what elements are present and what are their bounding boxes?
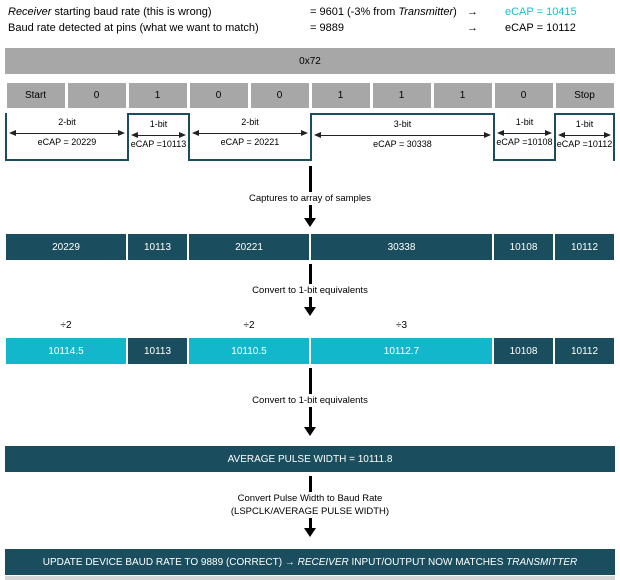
double-arrow-icon [497, 130, 552, 136]
uart-waveform: 2-bit eCAP = 20229 1-bit eCAP =10113 2-bit eC… [0, 113, 620, 161]
bit-cell: 1 [433, 83, 492, 108]
segment-ecap-label: eCAP = 20229 [37, 137, 97, 147]
arrow-line [308, 476, 312, 492]
double-arrow-icon [192, 130, 308, 136]
receiver-rate-label: Receiver starting baud rate (this is wro… [8, 6, 212, 18]
flow-arrow-captures: Captures to array of samples [0, 166, 620, 227]
waveform-segment: 2-bit eCAP = 20229 [5, 113, 127, 161]
bit-cell: Start [6, 83, 65, 108]
waveform-segment: 1-bit eCAP =10112 [554, 113, 615, 161]
sample-cell: 10113 [128, 234, 187, 260]
waveform-segment: 2-bit eCAP = 20221 [188, 113, 310, 161]
segment-ecap-label: eCAP =10108 [496, 137, 553, 147]
segment-ecap-label: eCAP =10112 [556, 139, 613, 149]
detected-rate-value: = 9889 [310, 22, 344, 34]
divisor-labels-row: ÷2 ÷2 ÷3 [0, 320, 620, 334]
segment-duration-label: 1-bit [515, 117, 534, 127]
arrow-line [308, 407, 312, 427]
final-bar-text: INPUT/OUTPUT NOW MATCHES [348, 556, 507, 568]
sample-cell: 30338 [311, 234, 492, 260]
sample-cell: 20229 [6, 234, 126, 260]
bit-cell: 0 [67, 83, 126, 108]
double-arrow-icon [9, 130, 125, 136]
double-arrow-icon [314, 132, 491, 138]
arrow-line [308, 518, 312, 528]
divisor-label: ÷3 [395, 320, 408, 331]
average-pulse-width-bar: AVERAGE PULSE WIDTH = 10111.8 [5, 446, 615, 472]
bit-cell: 0 [189, 83, 248, 108]
down-arrowhead-icon [304, 218, 316, 227]
down-arrowhead-icon [304, 528, 316, 537]
arrow-line [308, 166, 312, 192]
bit-cell: Stop [555, 83, 614, 108]
flow-caption: Convert to 1-bit equivalents [252, 285, 368, 296]
flow-arrow-convert-2: Convert to 1-bit equivalents [0, 368, 620, 436]
byte-value-bar: 0x72 [5, 48, 615, 74]
segment-ecap-label: eCAP = 30338 [373, 139, 432, 149]
segment-ecap-label: eCAP = 20221 [220, 137, 280, 147]
down-arrowhead-icon [304, 307, 316, 316]
equivalent-cell: 10114.5 [6, 338, 126, 364]
header-line-receiver: Receiver starting baud rate (this is wro… [0, 5, 620, 20]
flow-arrow-convert-1: Convert to 1-bit equivalents [0, 264, 620, 316]
equivalent-cell: 10110.5 [189, 338, 309, 364]
sample-cell: 20221 [189, 234, 309, 260]
down-arrowhead-icon [304, 427, 316, 436]
detected-rate-label: Baud rate detected at pins (what we want… [8, 22, 259, 34]
divisor-label: ÷2 [243, 320, 255, 331]
arrow-line [308, 368, 312, 394]
final-bar-transmitter: TRANSMITTER [506, 556, 578, 568]
segment-ecap-label: eCAP =10113 [130, 139, 187, 149]
equivalent-cell: 10113 [128, 338, 187, 364]
detected-ecap-value: eCAP = 10112 [505, 22, 576, 34]
segment-duration-label: 2-bit [241, 117, 259, 127]
bottom-edge-strip [5, 576, 615, 580]
divisor-label: ÷2 [60, 320, 72, 331]
segment-duration-label: 1-bit [149, 119, 168, 129]
arrow-line [308, 264, 312, 284]
waveform-segment: 1-bit eCAP =10113 [127, 113, 188, 161]
equivalent-cell: 10112 [555, 338, 614, 364]
flow-caption: Captures to array of samples [249, 193, 371, 204]
arrow-line [308, 205, 312, 218]
flow-caption: (LSPCLK/AVERAGE PULSE WIDTH) [230, 506, 390, 517]
flow-caption: Convert Pulse Width to Baud Rate [237, 493, 383, 504]
final-update-bar: UPDATE DEVICE BAUD RATE TO 9889 (CORRECT… [5, 549, 615, 575]
sample-cell: 10108 [494, 234, 553, 260]
waveform-segment: 1-bit eCAP =10108 [493, 113, 554, 161]
header-line-detected: Baud rate detected at pins (what we want… [0, 21, 620, 36]
flow-arrow-baud-conversion: Convert Pulse Width to Baud Rate (LSPCLK… [0, 476, 620, 537]
receiver-rate-value: = 9601 (-3% from Transmitter) [310, 6, 457, 18]
sample-cell: 10112 [555, 234, 614, 260]
right-arrow-icon: → [467, 6, 478, 18]
bit-cell: 1 [311, 83, 370, 108]
receiver-ecap-value: eCAP = 10415 [505, 6, 577, 18]
flow-caption: Convert to 1-bit equivalents [252, 395, 368, 406]
bit-cell: 1 [128, 83, 187, 108]
waveform-segment: 3-bit eCAP = 30338 [310, 113, 493, 161]
bit-cell: 0 [494, 83, 553, 108]
segment-duration-label: 3-bit [393, 119, 412, 129]
bit-cell: 0 [250, 83, 309, 108]
right-arrow-icon: → [467, 22, 478, 34]
final-bar-text: UPDATE DEVICE BAUD RATE TO 9889 (CORRECT… [42, 556, 298, 568]
segment-duration-label: 1-bit [575, 119, 594, 129]
equivalent-cell: 10108 [494, 338, 553, 364]
segment-duration-label: 2-bit [58, 117, 76, 127]
bit-cell: 1 [372, 83, 431, 108]
equivalent-cell: 10112.7 [311, 338, 492, 364]
double-arrow-icon [558, 132, 611, 138]
final-bar-receiver: RECEIVER [297, 556, 349, 568]
double-arrow-icon [131, 132, 186, 138]
arrow-line [308, 297, 312, 307]
